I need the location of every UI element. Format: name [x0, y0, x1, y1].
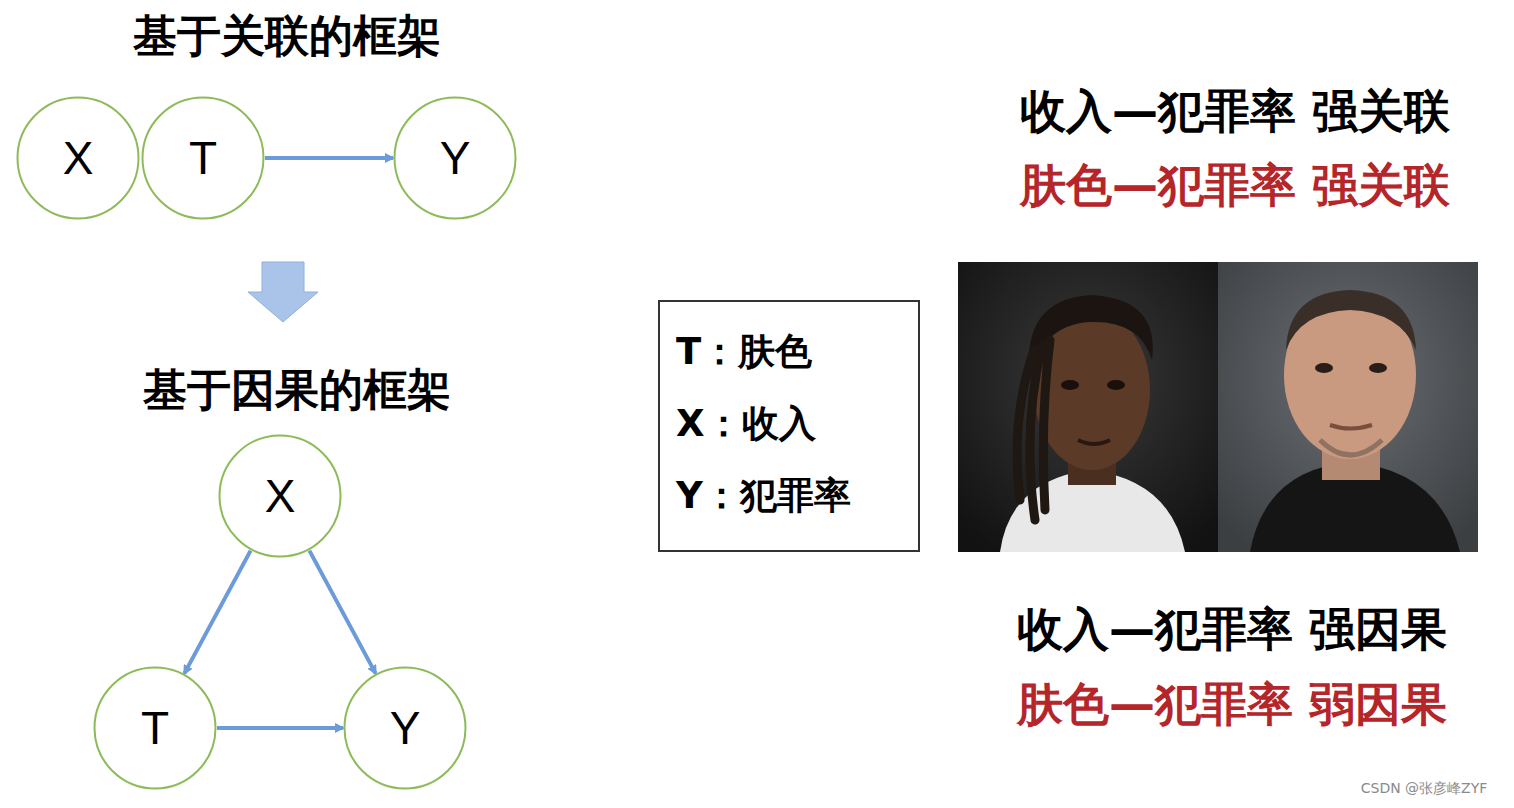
- causal-arrow: [184, 551, 250, 674]
- variable-letter: Y: [440, 131, 471, 185]
- variable-letter: T: [189, 131, 217, 185]
- finding-text: 收入—犯罪率 强关联: [1020, 81, 1450, 143]
- key-line: X：收入: [676, 388, 902, 460]
- finding-text: 收入—犯罪率 强因果: [1017, 599, 1447, 661]
- variable-circle: X: [16, 96, 140, 220]
- watermark: CSDN @张彦峰ZYF: [1361, 780, 1488, 798]
- variable-circle: Y: [343, 666, 467, 790]
- causal-arrow: [217, 726, 343, 730]
- circle-text-holder: X: [16, 96, 140, 220]
- section-heading: 基于关联的框架: [133, 7, 441, 66]
- circle-text-holder: X: [218, 434, 342, 558]
- variable-circle: T: [141, 96, 265, 220]
- key-line: T：肤色: [676, 316, 902, 388]
- variable-letter: Y: [390, 701, 421, 755]
- key-line: Y：犯罪率: [676, 460, 902, 532]
- variable-circle: X: [218, 434, 342, 558]
- portrait-photo: [958, 262, 1478, 552]
- causal-arrow: [265, 156, 393, 160]
- circle-text-holder: T: [93, 666, 217, 790]
- finding-text: 肤色—犯罪率 强关联: [1020, 155, 1450, 217]
- variable-letter: X: [265, 469, 296, 523]
- circle-text-holder: Y: [393, 96, 517, 220]
- finding-text: 肤色—犯罪率 弱因果: [1017, 674, 1447, 736]
- variable-letter: X: [63, 131, 94, 185]
- variable-circle: Y: [393, 96, 517, 220]
- key-box: T：肤色X：收入Y：犯罪率: [658, 300, 920, 552]
- section-heading: 基于因果的框架: [143, 361, 451, 420]
- down-block-arrow: [248, 262, 318, 322]
- circle-text-holder: Y: [343, 666, 467, 790]
- causal-arrow: [309, 551, 375, 674]
- variable-letter: T: [141, 701, 169, 755]
- circle-text-holder: T: [141, 96, 265, 220]
- variable-circle: T: [93, 666, 217, 790]
